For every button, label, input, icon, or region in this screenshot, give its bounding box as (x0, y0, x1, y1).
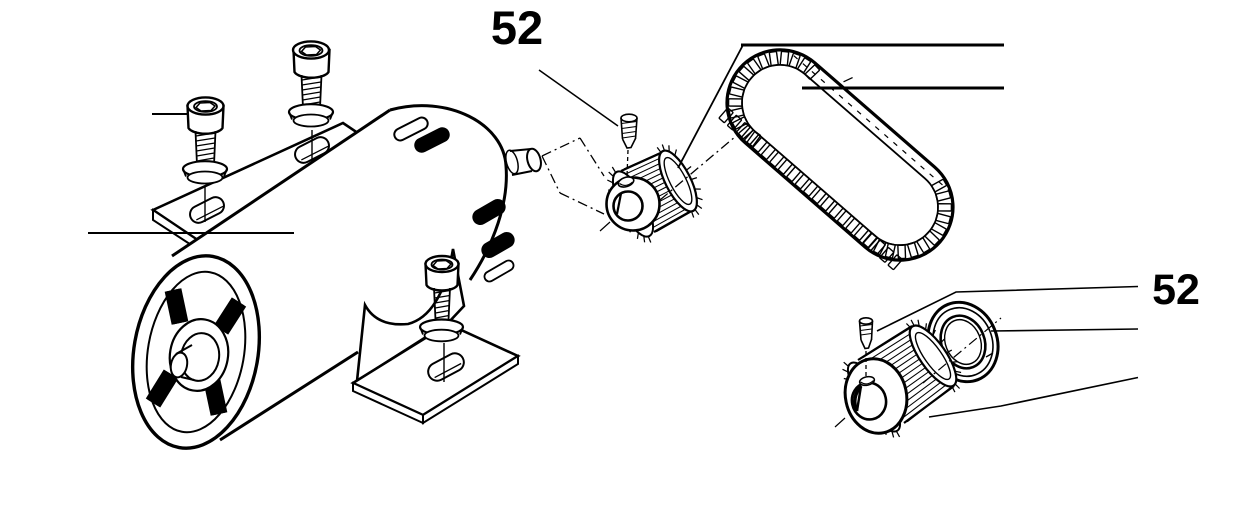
driven-timing-pulley (834, 319, 963, 438)
bracket-slot-3 (427, 352, 465, 382)
callout-bottom: 52 (876, 266, 1200, 418)
bracket-slot-1 (189, 196, 225, 224)
set-screw-bottom (858, 316, 874, 377)
front-shaft (169, 344, 195, 381)
leader-line (990, 328, 1139, 332)
hex-socket-icon (194, 101, 217, 112)
socket-head-screw-2 (287, 40, 335, 128)
set-screw-top (620, 113, 638, 177)
leader-line (928, 376, 1139, 418)
motor-front-face (130, 254, 262, 450)
hex-socket-icon (431, 259, 453, 270)
leader-line (538, 69, 619, 127)
vent-slot-icon (393, 116, 515, 283)
centerline-diamond (541, 137, 605, 215)
leader-lines-left (88, 113, 294, 234)
callout-bottom-label: 52 (1152, 266, 1200, 314)
bearing-ring (926, 300, 1000, 384)
leader-lines-top-right (677, 43, 1004, 169)
timing-belt (718, 48, 955, 271)
motor-timing-pulley (599, 144, 703, 243)
callout-top-label: 52 (491, 1, 543, 54)
centerline (922, 317, 1002, 384)
belt-teeth (718, 50, 953, 271)
socket-head-screw-3 (418, 254, 465, 343)
callout-top: 52 (491, 1, 619, 127)
socket-head-screw-1 (181, 96, 229, 185)
spoke-cross (145, 288, 247, 416)
leader-line (876, 285, 1139, 332)
hex-socket-icon (300, 45, 322, 56)
lower-mounting-bracket (350, 248, 521, 425)
motor-shaft (505, 147, 542, 176)
